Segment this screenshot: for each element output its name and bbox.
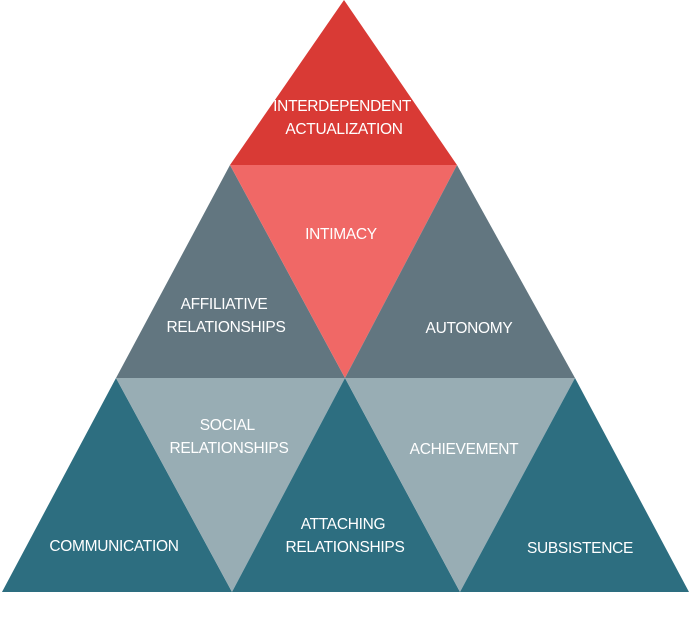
- label-interdependent-actualization: INTERDEPENDENT ACTUALIZATION: [273, 98, 415, 138]
- label-social-relationships: SOCIAL RELATIONSHIPS: [170, 417, 289, 457]
- tier-attaching-relationships: [232, 378, 460, 592]
- tier-achievement: [345, 378, 575, 592]
- label-affiliative-relationships: AFFILIATIVE RELATIONSHIPS: [167, 296, 286, 336]
- label-attaching-relationships: ATTACHING RELATIONSHIPS: [286, 516, 405, 556]
- label-autonomy: AUTONOMY: [426, 320, 513, 337]
- tier-intimacy: [230, 165, 457, 378]
- tier-communication: [2, 378, 232, 592]
- label-subsistence: SUBSISTENCE: [527, 540, 633, 557]
- label-communication: COMMUNICATION: [49, 538, 178, 555]
- tier-interdependent-actualization: [230, 0, 457, 165]
- label-achievement: ACHIEVEMENT: [410, 441, 519, 458]
- tier-social-relationships: [116, 378, 345, 592]
- tier-autonomy: [345, 165, 575, 378]
- tier-affiliative-relationships: [116, 165, 345, 378]
- label-intimacy: INTIMACY: [305, 226, 377, 243]
- tier-subsistence: [460, 378, 689, 592]
